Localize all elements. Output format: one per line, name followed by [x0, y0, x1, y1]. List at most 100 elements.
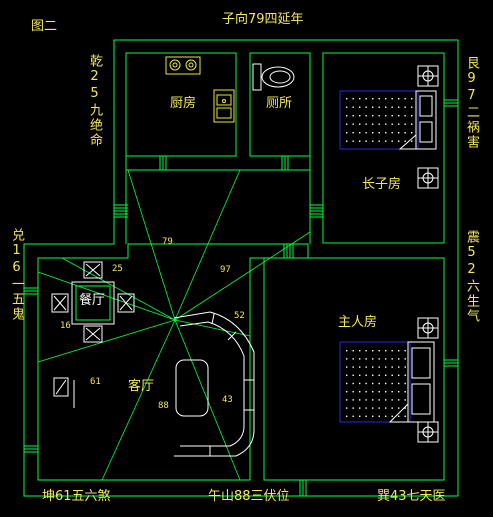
bed-dot	[391, 415, 393, 417]
bed-dot	[352, 123, 354, 125]
bed-dot	[378, 366, 380, 368]
bed-dot	[385, 399, 387, 401]
eldest-son-room-wall	[322, 52, 445, 244]
bed-dot	[346, 115, 348, 117]
toilet-icon	[252, 63, 295, 91]
bed-dot	[346, 123, 348, 125]
bed-dot	[378, 358, 380, 360]
bed-dot	[404, 358, 406, 360]
sector-number-52: 52	[234, 311, 245, 321]
bed-dot	[359, 399, 361, 401]
bed-dot	[365, 358, 367, 360]
sink-icon	[213, 89, 235, 123]
bed-dot	[372, 98, 374, 100]
bed-dot	[365, 98, 367, 100]
bed-dot	[404, 350, 406, 352]
bed-dot	[359, 415, 361, 417]
bed-pattern	[346, 350, 406, 417]
bed-dot	[411, 98, 413, 100]
bed-dot	[346, 98, 348, 100]
cabinet-icon	[53, 377, 75, 408]
bed-dot	[378, 399, 380, 401]
bed-dot	[385, 382, 387, 385]
bed-dot	[359, 106, 361, 108]
bed-dot	[359, 374, 361, 376]
bed-dot	[385, 366, 387, 368]
bed-dot	[372, 382, 374, 385]
bed-dot	[346, 106, 348, 108]
bed-dot	[378, 115, 380, 117]
bed-dot	[391, 382, 393, 385]
bed-dot	[378, 415, 380, 417]
bed-dot	[346, 366, 348, 368]
bed-dot	[372, 366, 374, 368]
bed-dot	[404, 123, 406, 125]
bedside-lamp-icon	[417, 65, 439, 87]
sector-number-61: 61	[90, 377, 101, 387]
bed-dot	[385, 140, 387, 142]
bed-dot	[372, 132, 374, 134]
bed-dot	[372, 399, 374, 401]
bed-dot	[352, 358, 354, 360]
bed-dot	[352, 382, 354, 385]
bed-dot	[391, 140, 393, 142]
right-mid-direction-label: 震52六生气	[464, 230, 479, 324]
bed-dot	[365, 366, 367, 368]
bottom-center-direction-label: 午山88三伏位	[208, 489, 290, 504]
bed-dot	[378, 350, 380, 352]
bed-dot	[352, 106, 354, 108]
bed-dot	[378, 123, 380, 125]
room-dining: 餐厅	[79, 293, 106, 308]
bed-dot	[398, 366, 400, 368]
living-room-wall	[37, 243, 309, 481]
bed-dot	[404, 399, 406, 401]
bed-dot	[359, 132, 361, 134]
room-eldest-son: 长子房	[362, 177, 402, 192]
bed-dot	[398, 140, 400, 142]
dining-table-icon	[71, 281, 115, 325]
bed-dot	[404, 374, 406, 376]
bed-dot	[359, 140, 361, 142]
bed-dot	[398, 374, 400, 376]
bed-dot	[352, 98, 354, 100]
bed-dot	[359, 358, 361, 360]
bed-dot	[391, 374, 393, 376]
bed-pattern	[346, 98, 413, 142]
bed-master	[339, 341, 435, 423]
bed-dot	[346, 374, 348, 376]
sector-number-97: 97	[220, 265, 231, 275]
bed-dot	[391, 115, 393, 117]
bed-dot	[372, 358, 374, 360]
bed-dot	[411, 106, 413, 108]
bed-dot	[352, 399, 354, 401]
right-top-direction-label: 艮97二祸害	[464, 56, 479, 150]
bed-dot	[398, 382, 400, 385]
bed-dot	[385, 132, 387, 134]
bed-dot	[372, 123, 374, 125]
toilet-wall	[249, 52, 311, 157]
bed-dot	[404, 382, 406, 385]
bed-dot	[398, 399, 400, 401]
window-marks	[24, 99, 458, 496]
bed-dot	[411, 140, 413, 142]
outer-wall	[23, 39, 459, 497]
bed-dot	[359, 350, 361, 352]
bed-dot	[404, 106, 406, 108]
bed-dot	[359, 407, 361, 409]
bed-dot	[372, 106, 374, 108]
bed-dot	[372, 140, 374, 142]
bed-dot	[352, 140, 354, 142]
bed-dot	[365, 374, 367, 376]
bed-dot	[359, 123, 361, 125]
bed-eldest-son	[339, 90, 437, 150]
bed-dot	[352, 132, 354, 134]
bed-dot	[398, 115, 400, 117]
bed-dot	[391, 391, 393, 393]
bed-dot	[365, 415, 367, 417]
sector-number-88: 88	[158, 401, 169, 411]
bed-dot	[385, 391, 387, 393]
bed-dot	[398, 407, 400, 409]
bed-dot	[372, 407, 374, 409]
bed-dot	[391, 98, 393, 100]
bed-dot	[346, 407, 348, 409]
